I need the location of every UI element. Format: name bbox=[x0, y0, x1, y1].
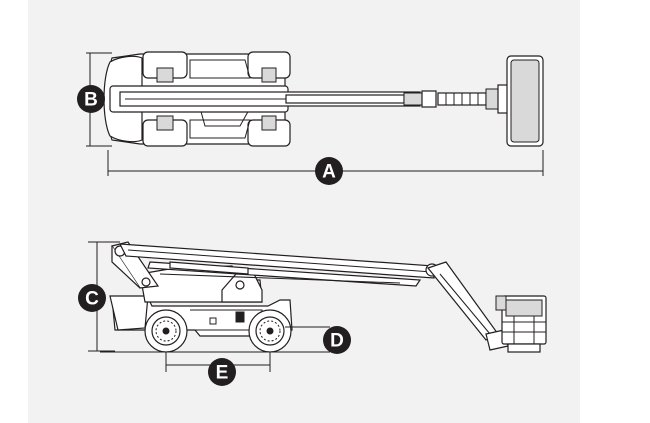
dimension-a-marker: A bbox=[315, 157, 343, 185]
dimension-a-label: A bbox=[322, 162, 336, 183]
dimension-d-label: D bbox=[330, 331, 344, 352]
rear-wheel bbox=[144, 309, 188, 353]
dimension-d-marker: D bbox=[323, 326, 351, 354]
dimension-c-marker: C bbox=[78, 284, 106, 312]
side-view bbox=[88, 241, 547, 372]
dimension-e-label: E bbox=[216, 363, 229, 384]
dimension-b-label: B bbox=[84, 90, 98, 111]
dimension-b-marker: B bbox=[77, 85, 105, 113]
dimension-c-label: C bbox=[85, 289, 99, 310]
front-wheel bbox=[248, 309, 292, 353]
top-view bbox=[86, 51, 544, 176]
dimension-e-marker: E bbox=[208, 358, 236, 386]
